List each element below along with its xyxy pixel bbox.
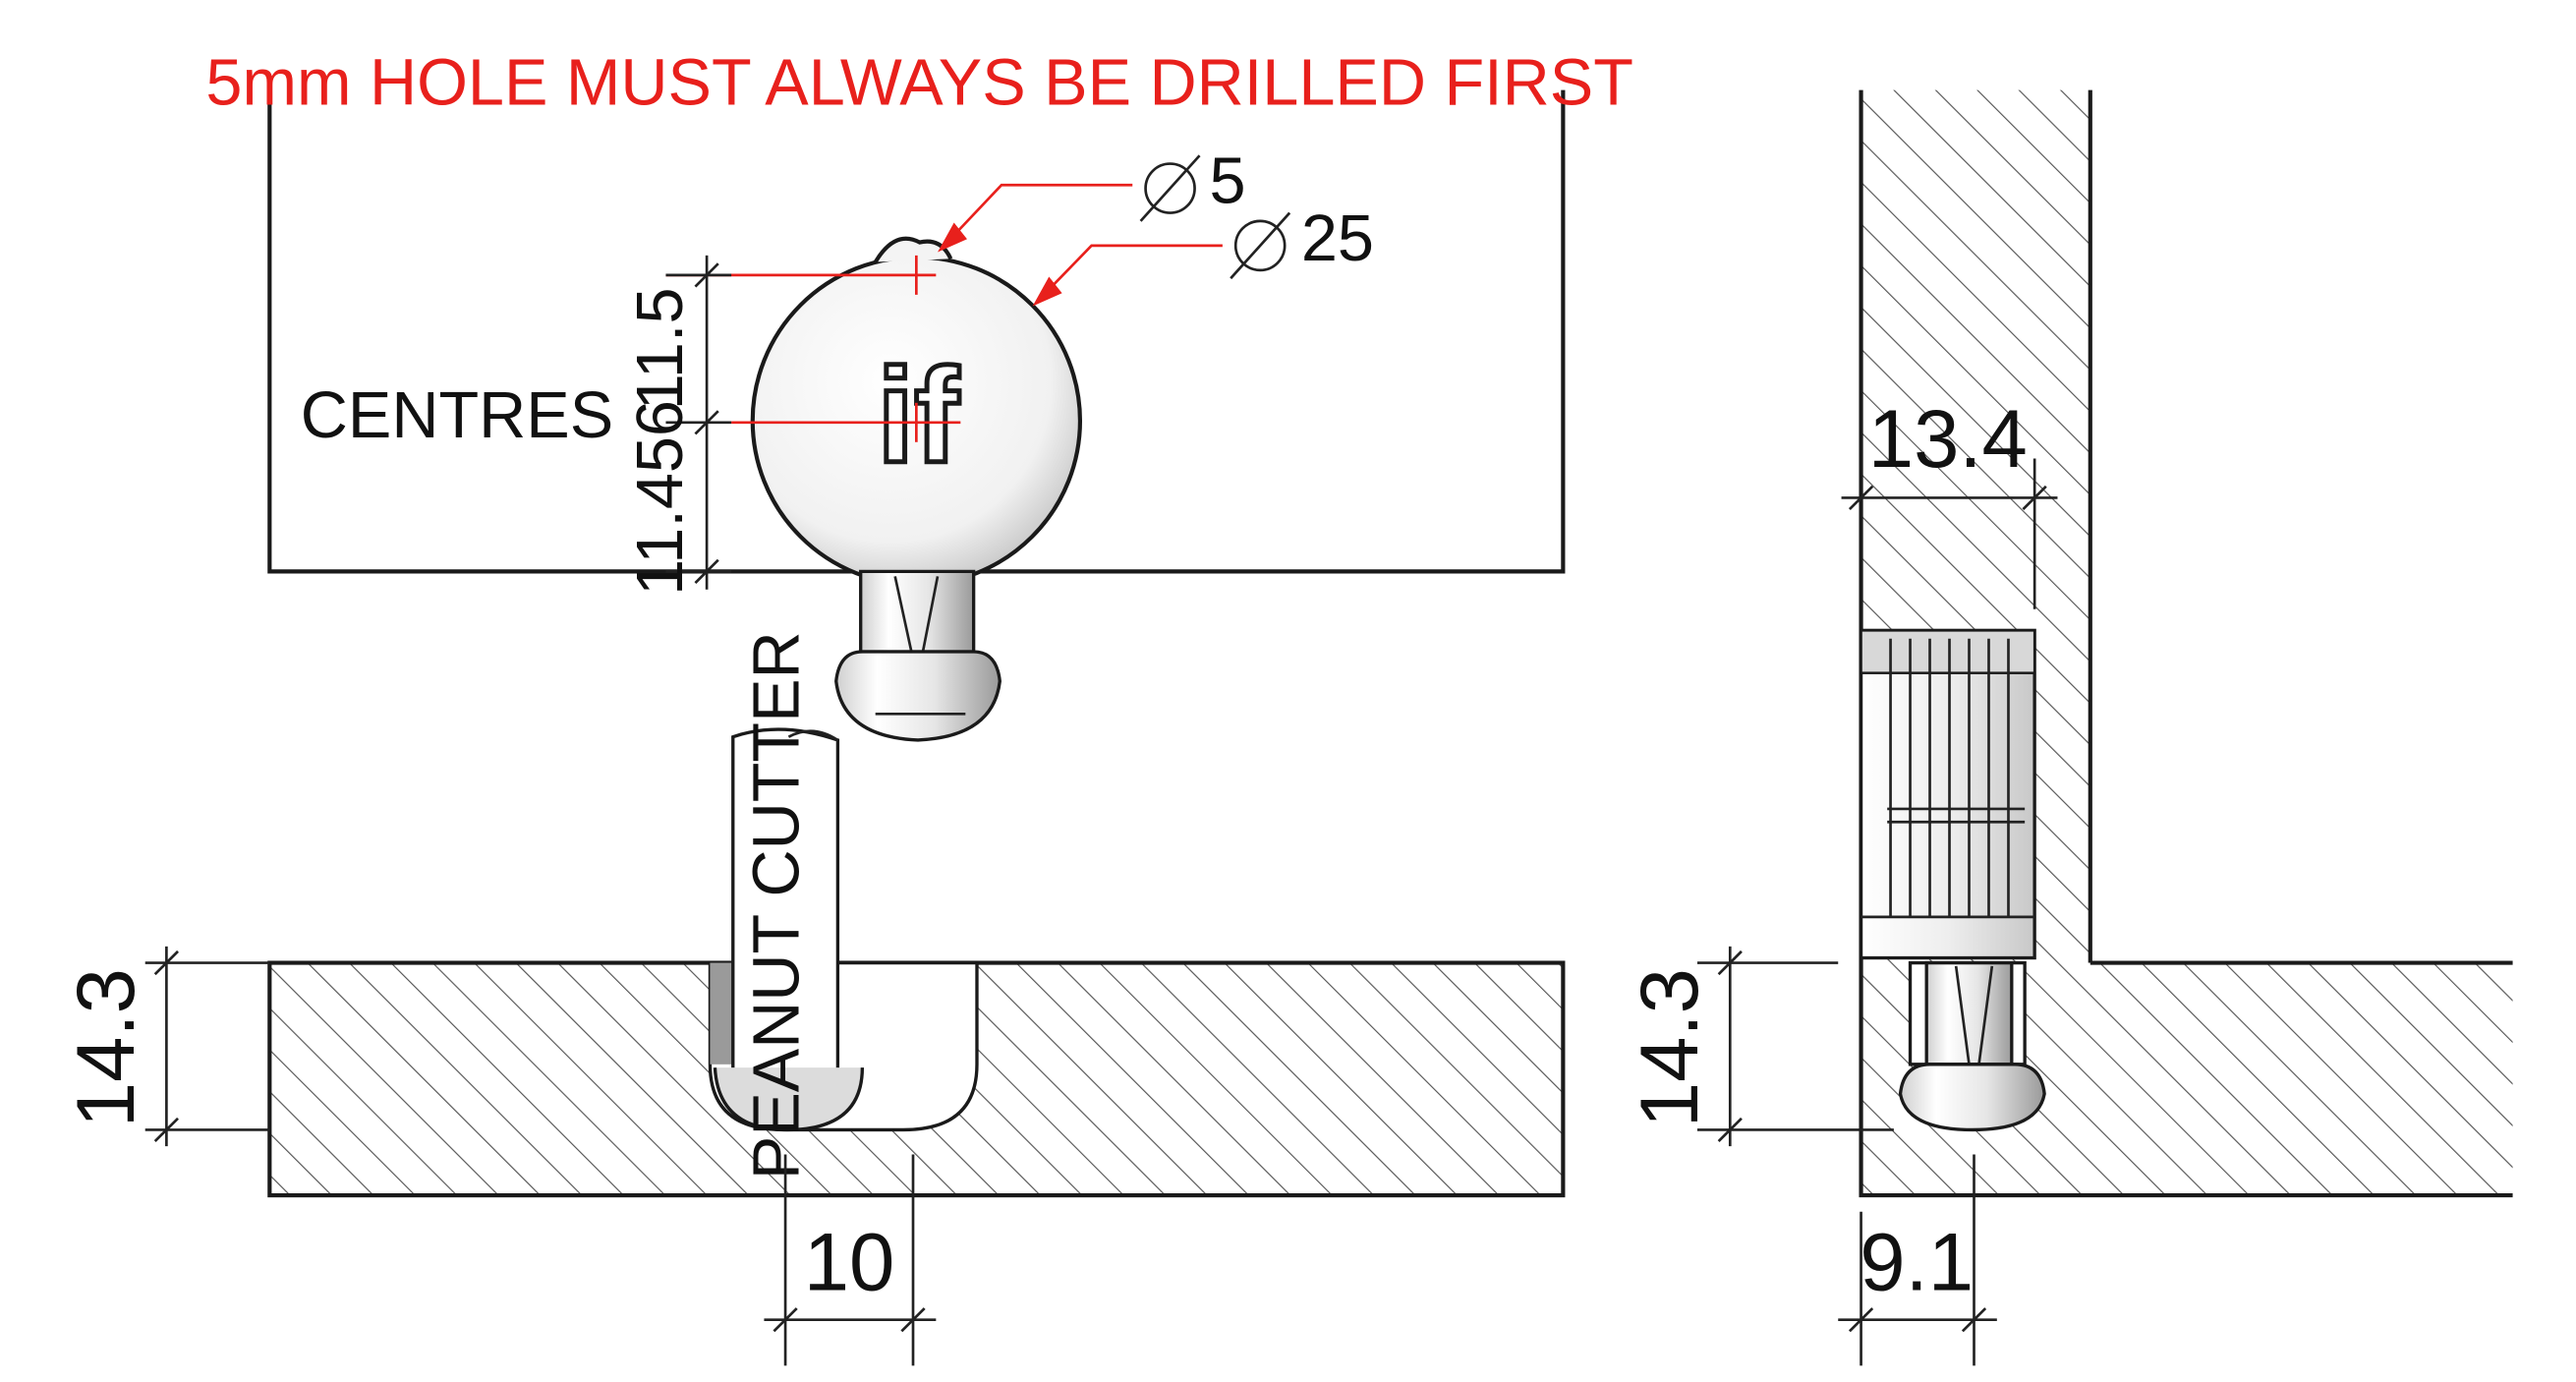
dim-top-offset: 11.5 [624,287,697,410]
insert-width-dimension: 13.4 [1841,393,2058,609]
hole-5-callout: 5 [1139,145,1246,222]
svg-text:25: 25 [1301,202,1374,275]
warning-text: 5mm HOLE MUST ALWAYS BE DRILLED FIRST [205,47,1632,120]
right-view: 13.4 14.3 9.1 [1624,89,2513,1366]
peanut-cutter-tool: PEANUT CUTTER [713,631,865,1180]
dim-depth-left: 14.3 [60,968,151,1127]
insert-body [1859,628,2036,960]
dim-hole-width: 10 [804,1217,895,1308]
dim-edge-offset: 9.1 [1860,1217,1974,1308]
connector-pin [834,569,1002,742]
dim-centre-to-edge: 11.456 [624,400,697,596]
depth-dimension-right: 14.3 [1624,946,1894,1147]
edge-offset-dimension: 9.1 [1838,1154,1997,1366]
callout-leaders [938,183,1223,307]
brand-logo: if [877,340,959,490]
cutter-label: PEANUT CUTTER [740,631,813,1180]
hole-width-dimension: 10 [764,1154,937,1366]
centres-dimension: 11.5 11.456 CENTRES [301,255,732,596]
hole-25-callout: 25 [1230,202,1374,280]
lower-panel [267,960,1566,1198]
svg-text:5: 5 [1210,145,1246,218]
left-view: 5mm HOLE MUST ALWAYS BE DRILLED FIRST if [60,47,1633,1366]
dim-insert-width: 13.4 [1868,393,2028,485]
right-connector-pin [1898,960,2046,1132]
dim-depth-right: 14.3 [1624,968,1715,1127]
depth-dimension-left: 14.3 [60,946,270,1147]
centres-label: CENTRES [301,379,613,452]
